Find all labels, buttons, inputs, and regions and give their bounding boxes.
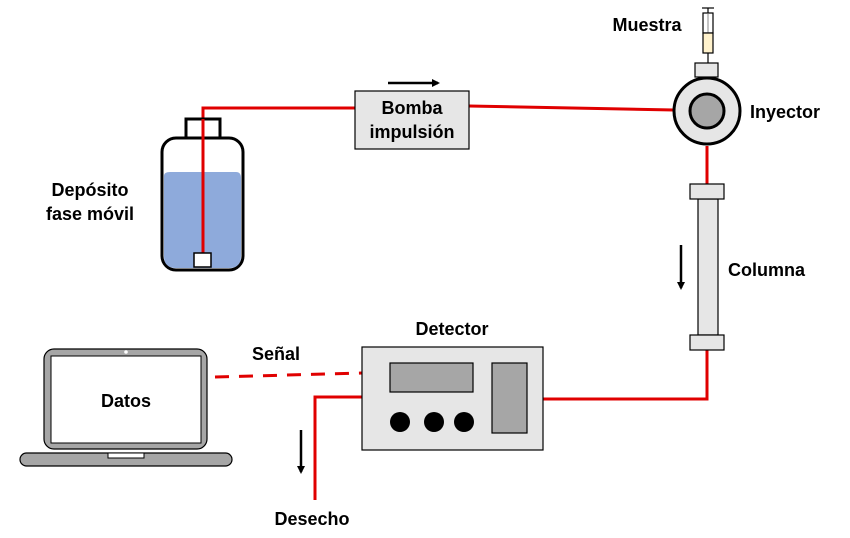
pump-label-line1: Bomba xyxy=(381,98,443,118)
laptop-screen xyxy=(50,355,202,444)
signal-label: Señal xyxy=(252,344,300,364)
reservoir-bottle xyxy=(160,117,245,272)
detector-knob-1 xyxy=(390,412,410,432)
injector xyxy=(672,62,742,146)
sample-syringe-icon xyxy=(702,7,714,63)
detector-label: Detector xyxy=(415,319,488,339)
detector xyxy=(361,346,544,451)
injector-inner-valve xyxy=(688,92,726,130)
column-body xyxy=(697,198,719,336)
tubing xyxy=(201,104,709,500)
column-top-fitting xyxy=(689,183,725,200)
reservoir-label-line1: Depósito xyxy=(51,180,128,200)
intake-filter xyxy=(193,252,212,268)
laptop-camera xyxy=(124,350,128,354)
detector-side-panel xyxy=(491,362,528,434)
signal-cable xyxy=(214,371,363,379)
column-bottom-fitting xyxy=(689,334,725,351)
detector-knob-2 xyxy=(424,412,444,432)
pump: Bomba impulsión xyxy=(354,79,470,150)
computer-label: Datos xyxy=(101,391,151,411)
tube-detector-to-waste xyxy=(313,395,362,500)
laptop-trackpad-notch xyxy=(107,452,145,459)
pump-box xyxy=(354,90,470,150)
detector-display xyxy=(389,362,474,393)
detector-knob-3 xyxy=(454,412,474,432)
reservoir-label-line2: fase móvil xyxy=(46,204,134,224)
column xyxy=(677,183,725,351)
injector-port xyxy=(694,62,719,78)
tube-column-to-detector xyxy=(543,350,709,401)
injector-label: Inyector xyxy=(750,102,820,122)
column-label: Columna xyxy=(728,260,806,280)
laptop-icon xyxy=(19,348,233,467)
tube-pump-to-injector xyxy=(468,104,675,112)
pump-label-line2: impulsión xyxy=(370,122,455,142)
waste-label: Desecho xyxy=(274,509,349,529)
sample-label: Muestra xyxy=(612,15,682,35)
